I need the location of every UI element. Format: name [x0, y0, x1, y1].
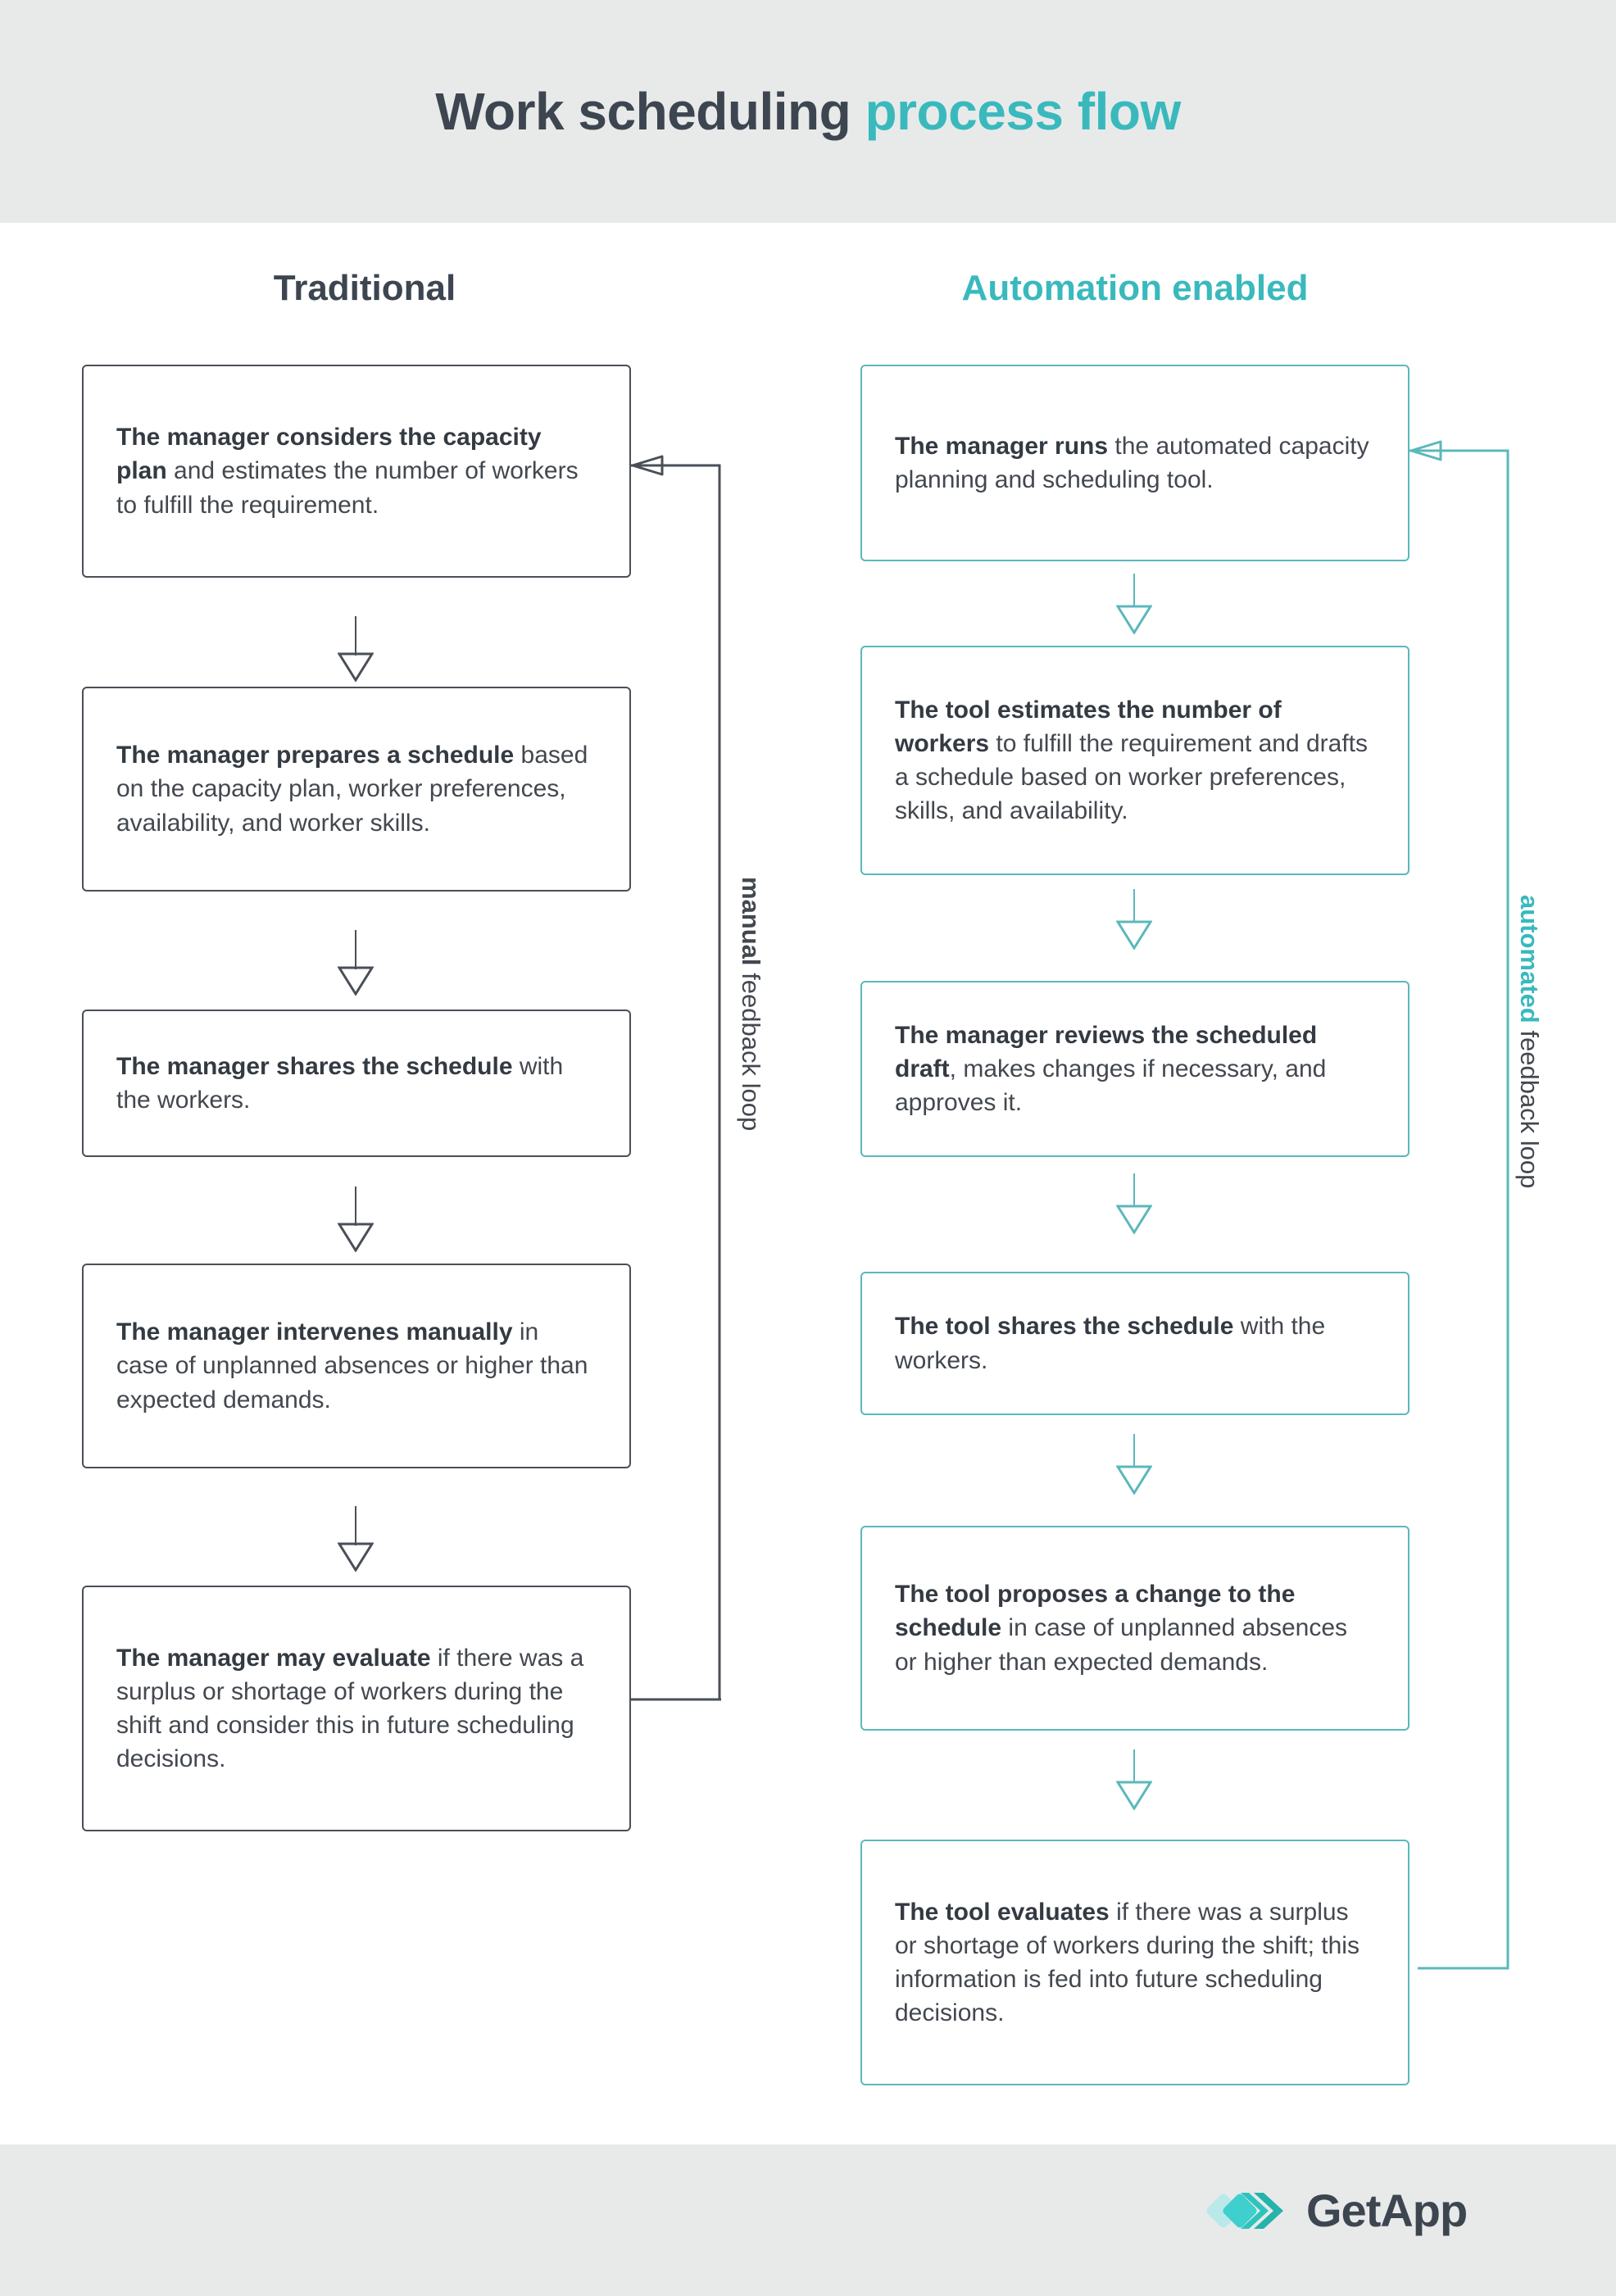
arrow-left-3-to-4	[338, 1187, 374, 1252]
flow-box-left-3[interactable]: The manager shares the schedule with the…	[82, 1010, 631, 1157]
page-title-primary: Work scheduling	[435, 82, 865, 141]
arrow-head-icon	[338, 966, 374, 996]
flow-box-right-6-text: if there was a surplus or shortage of wo…	[895, 1898, 1360, 2027]
flow-box-right-4[interactable]: The tool shares the schedule with the wo…	[860, 1272, 1409, 1415]
brand-name: GetApp	[1306, 2185, 1468, 2236]
feedback-loop-left-return	[623, 1695, 729, 1704]
flow-box-left-1-bold: The manager considers the capacity plan	[116, 424, 542, 485]
flow-box-right-2-text: to fulfill the requirement and drafts a …	[895, 729, 1368, 825]
flow-box-left-4-text: in case of unplanned absences or higher …	[116, 1318, 588, 1413]
feedback-loop-label-right-rest: feedback loop	[1515, 1023, 1544, 1189]
feedback-loop-label-left-rest: feedback loop	[737, 965, 765, 1132]
flow-box-left-5-bold: The manager may evaluate	[116, 1644, 431, 1672]
flow-box-right-1-bold: The manager runs	[895, 432, 1109, 460]
flow-box-right-5[interactable]: The tool proposes a change to the schedu…	[860, 1526, 1409, 1731]
column-heading-automation: Automation enabled	[961, 268, 1309, 308]
brand-logo: GetApp	[1203, 2185, 1468, 2236]
flow-box-left-2[interactable]: The manager prepares a schedule based on…	[82, 687, 631, 892]
feedback-loop-label-left-bold: manual	[737, 877, 765, 966]
flow-box-left-3-bold: The manager shares the schedule	[116, 1052, 513, 1080]
arrow-head-icon	[1116, 920, 1152, 950]
flow-box-left-5[interactable]: The manager may evaluate if there was a …	[82, 1586, 631, 1831]
flow-box-right-4-text: with the workers.	[895, 1313, 1326, 1374]
feedback-loop-label-right-bold: automated	[1515, 895, 1544, 1023]
flow-box-right-2[interactable]: The tool estimates the number of workers…	[860, 646, 1409, 875]
feedback-loop-left-path	[631, 455, 721, 1700]
flow-box-right-3-bold: The manager reviews the scheduled draft	[895, 1021, 1318, 1082]
flow-box-right-3[interactable]: The manager reviews the scheduled draft,…	[860, 981, 1409, 1157]
column-heading-traditional: Traditional	[273, 268, 456, 308]
arrow-head-icon	[338, 652, 374, 682]
arrow-right-5-to-6	[1116, 1749, 1152, 1815]
feedback-loop-right	[1401, 440, 1541, 1972]
feedback-loop-label-right: automated feedback loop	[1515, 895, 1544, 1189]
flow-box-right-3-text: , makes changes if necessary, and approv…	[895, 1055, 1327, 1117]
arrow-head-icon	[338, 1542, 374, 1572]
arrow-right-3-to-4	[1116, 1173, 1152, 1239]
flow-box-left-2-bold: The manager prepares a schedule	[116, 742, 515, 769]
flow-box-left-1-text: and estimates the number of workers to f…	[116, 457, 579, 519]
header-band	[0, 0, 1616, 223]
feedback-loop-label-left: manual feedback loop	[737, 877, 765, 1132]
flow-box-left-4[interactable]: The manager intervenes manually in case …	[82, 1264, 631, 1468]
arrow-left-2-to-3	[338, 930, 374, 996]
feedback-loop-left	[623, 455, 746, 1700]
flow-box-right-2-bold: The tool estimates the number of workers	[895, 696, 1282, 757]
flow-box-right-5-bold: The tool proposes a change to the schedu…	[895, 1581, 1296, 1642]
arrow-left-4-to-5	[338, 1506, 374, 1572]
page-title: Work scheduling process flow	[0, 85, 1616, 138]
flow-box-left-2-text: based on the capacity plan, worker prefe…	[116, 742, 588, 837]
feedback-loop-right-path	[1409, 440, 1509, 1970]
footer-band	[0, 2144, 1616, 2296]
arrow-left-1-to-2	[338, 616, 374, 682]
feedback-loop-left-return-path	[631, 1698, 721, 1701]
flow-box-right-5-text: in case of unplanned absences or higher …	[895, 1614, 1348, 1676]
arrow-right-2-to-3	[1116, 889, 1152, 955]
flow-box-right-4-bold: The tool shares the schedule	[895, 1313, 1234, 1341]
arrow-head-icon	[1116, 1465, 1152, 1495]
flow-box-right-6[interactable]: The tool evaluates if there was a surplu…	[860, 1840, 1409, 2085]
flow-box-left-5-text: if there was a surplus or shortage of wo…	[116, 1644, 584, 1773]
flow-box-left-4-bold: The manager intervenes manually	[116, 1318, 513, 1346]
getapp-chevrons-icon	[1206, 2193, 1283, 2229]
arrow-head-icon	[1116, 605, 1152, 634]
flow-box-right-6-bold: The tool evaluates	[895, 1898, 1110, 1926]
arrow-head-icon	[1116, 1205, 1152, 1234]
arrow-right-4-to-5	[1116, 1434, 1152, 1500]
arrow-head-icon	[1116, 1781, 1152, 1810]
flow-box-right-1-text: the automated capacity planning and sche…	[895, 432, 1369, 493]
page-title-accent: process flow	[865, 82, 1182, 141]
flow-box-left-3-text: with the workers.	[116, 1052, 564, 1114]
arrow-right-1-to-2	[1116, 574, 1152, 639]
flow-box-right-1[interactable]: The manager runs the automated capacity …	[860, 365, 1409, 561]
arrow-head-icon	[338, 1223, 374, 1252]
flow-box-left-1[interactable]: The manager considers the capacity plan …	[82, 365, 631, 578]
